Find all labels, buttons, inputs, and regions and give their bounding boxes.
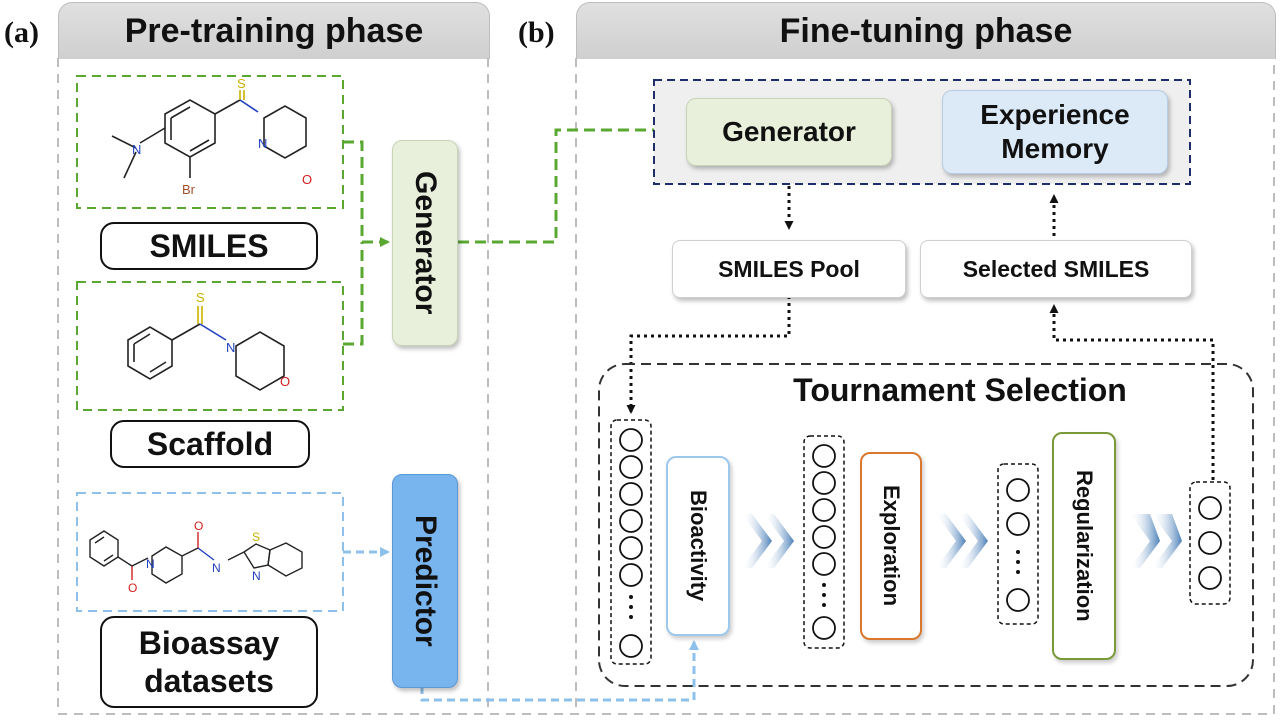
pretraining-title: Pre-training phase <box>124 11 424 50</box>
bioassay-molecule-drawing <box>89 530 303 584</box>
regularization-label: Regularization <box>1072 470 1097 622</box>
tournament-to-selected-arrow <box>1049 304 1215 480</box>
bioassay-label: Bioassay datasets <box>138 624 280 699</box>
atom-s-1: S <box>237 76 246 91</box>
tournament-title: Tournament Selection <box>793 372 1127 408</box>
ellipsis-dots-3 <box>1016 550 1020 574</box>
smiles-pool-label: SMILES Pool <box>718 255 860 282</box>
candidate-column-3 <box>997 463 1039 625</box>
candidate-column-4 <box>1189 481 1231 605</box>
candidate-circles-3 <box>1006 478 1030 612</box>
finetuning-title: Fine-tuning phase <box>779 11 1073 50</box>
atom-n-6: N <box>252 569 261 583</box>
atom-n-4: N <box>146 557 155 571</box>
selected-smiles-label: Selected SMILES <box>962 255 1150 282</box>
bioassay-pill: Bioassay datasets <box>100 616 318 708</box>
scaffold-pill: Scaffold <box>110 420 310 468</box>
finetuning-generator-box: Generator <box>686 98 892 166</box>
ellipsis-dots-2 <box>822 583 826 607</box>
smiles-pool-box: SMILES Pool <box>672 240 906 298</box>
chevron-icon-2 <box>936 514 988 568</box>
bioactivity-label: Bioactivity <box>686 490 711 602</box>
atom-s-3: S <box>252 530 260 544</box>
atom-o-1: O <box>302 172 312 187</box>
candidate-circles-1 <box>619 428 643 658</box>
panel-a-label: (a) <box>4 16 39 49</box>
scaffold-molecule-drawing <box>127 306 285 391</box>
finetuning-header: Fine-tuning phase <box>576 2 1276 59</box>
finetuning-generator-label: Generator <box>722 116 856 148</box>
scaffold-to-generator-arrow <box>343 242 364 346</box>
smiles-molecule-drawing <box>111 90 307 179</box>
atom-n-1: N <box>258 136 267 151</box>
atom-n-5: N <box>212 561 221 575</box>
smiles-to-generator-arrow <box>343 140 390 247</box>
panel-b-label: (b) <box>518 16 555 49</box>
candidate-circles-4 <box>1198 496 1222 590</box>
bioassay-molecule-box <box>76 492 344 612</box>
atom-n-3: N <box>226 340 235 355</box>
bioactivity-box: Bioactivity <box>666 456 730 636</box>
smiles-label: SMILES <box>149 227 269 264</box>
experience-memory-box: Experience Memory <box>942 90 1168 174</box>
regularization-box: Regularization <box>1052 432 1116 660</box>
chevron-icon-3 <box>1130 514 1182 568</box>
scaffold-label: Scaffold <box>146 425 274 462</box>
atom-o-2: O <box>280 374 290 389</box>
smiles-pill: SMILES <box>100 222 318 270</box>
pool-to-tournament-arrow <box>626 296 791 414</box>
atom-n-2: N <box>132 142 141 157</box>
tournament-container <box>598 363 1254 687</box>
pretraining-generator-label: Generator <box>409 171 442 315</box>
panel-border-outer <box>57 58 1275 715</box>
pretrained-generator-arrow <box>458 125 682 244</box>
scaffold-molecule-box <box>76 281 344 411</box>
predictor-box: Predictor <box>392 474 458 688</box>
ellipsis-dots-1 <box>629 595 633 619</box>
exploration-box: Exploration <box>860 452 922 640</box>
candidate-column-1 <box>610 419 652 665</box>
experience-memory-label: Experience Memory <box>980 99 1130 164</box>
atom-o-4: O <box>194 519 203 533</box>
pretraining-generator-box: Generator <box>392 140 458 346</box>
chevron-icon-1 <box>742 514 794 568</box>
atom-br: Br <box>182 182 196 197</box>
selected-smiles-box: Selected SMILES <box>920 240 1192 298</box>
atom-s-2: S <box>196 290 205 305</box>
candidate-circles-2 <box>812 444 836 640</box>
predictor-to-bioactivity-arrow <box>420 640 699 702</box>
smiles-molecule-box <box>76 75 344 209</box>
atom-o-3: O <box>128 581 137 595</box>
pretraining-header: Pre-training phase <box>58 2 490 59</box>
candidate-column-2 <box>803 435 845 649</box>
exploration-label: Exploration <box>879 485 904 607</box>
predictor-label: Predictor <box>409 515 442 647</box>
